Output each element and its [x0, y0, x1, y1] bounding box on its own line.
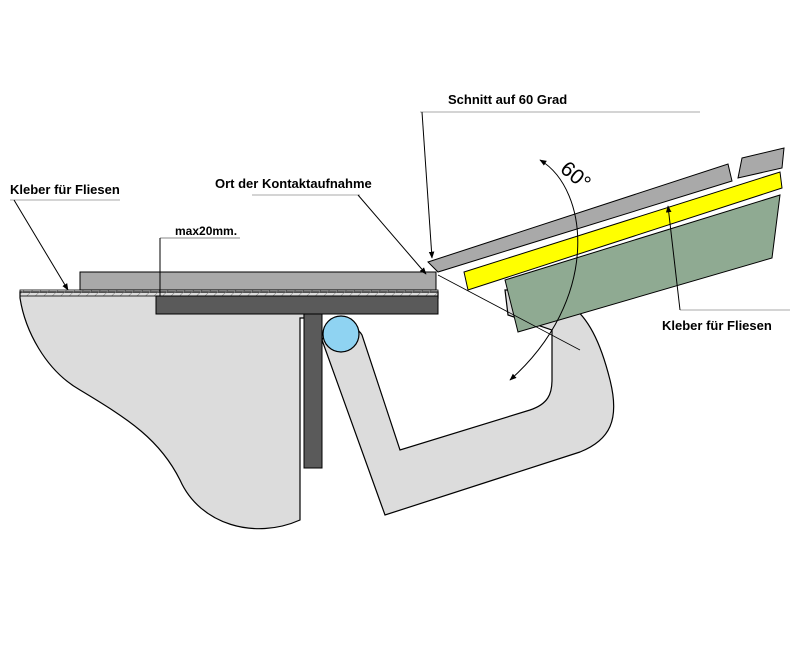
label-kontakt: Ort der Kontaktaufnahme	[215, 176, 372, 191]
right-tile-segment	[737, 147, 785, 179]
label-kleber-left: Kleber für Fliesen	[10, 182, 120, 197]
t-profile-web	[303, 313, 323, 469]
leader-kontakt-arrow	[357, 194, 427, 275]
label-max: max20mm.	[175, 224, 237, 238]
leader-kleber-right-arrow	[665, 205, 681, 311]
label-schnitt: Schnitt auf 60 Grad	[448, 92, 567, 107]
leader-kleber-left-arrow	[13, 199, 69, 291]
label-kleber-right: Kleber für Fliesen	[662, 318, 772, 333]
right-tile	[427, 163, 733, 273]
t-profile-top	[155, 295, 439, 315]
label-angle: 60°	[556, 157, 595, 195]
left-tile	[79, 271, 437, 291]
angle-reference-line	[437, 274, 581, 351]
round-profile	[322, 315, 360, 353]
left-adhesive-layer	[19, 289, 439, 297]
angle-arc	[509, 159, 579, 381]
leader-schnitt-arrow	[421, 111, 435, 259]
right-substrate	[321, 289, 615, 516]
left-substrate	[19, 291, 439, 530]
